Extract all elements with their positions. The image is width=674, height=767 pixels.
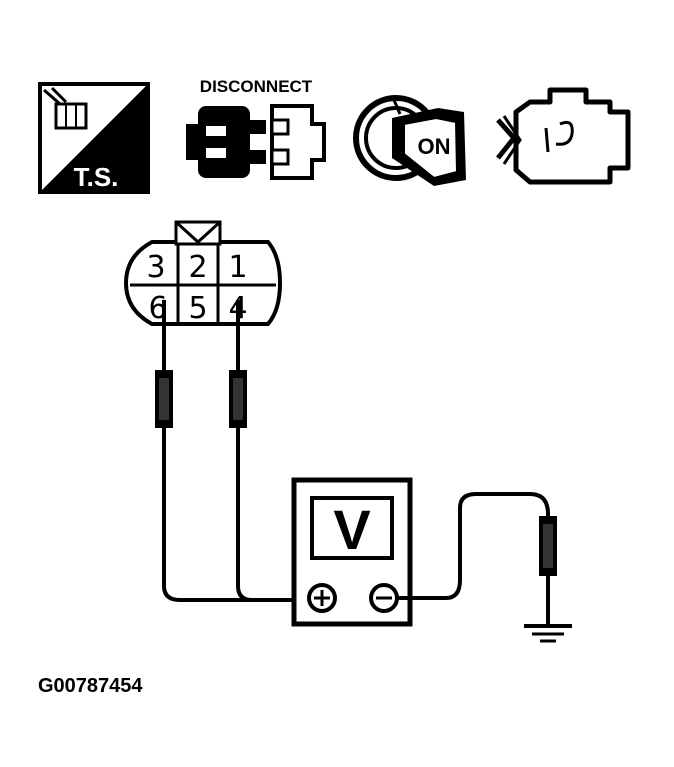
probe-pin-4 [229,300,247,428]
voltmeter: V [291,477,413,627]
figure-id: G00787454 [38,675,143,697]
connector-face: 3 2 1 6 5 4 [123,220,283,326]
disconnect-label: DISCONNECT [200,77,313,96]
probe-pin-6 [155,300,173,428]
voltmeter-display: V [333,498,370,561]
ground-symbol-icon [524,624,572,643]
engine-icon [496,87,631,185]
positive-terminal [307,583,337,613]
test-lead-wire [162,428,312,602]
pin-5: 5 [188,291,207,326]
troubleshooting-icon: T.S. [38,82,150,194]
disconnect-icon: DISCONNECT [186,77,326,180]
pin-3: 3 [146,250,165,285]
ts-label: T.S. [74,162,119,192]
ignition-label: ON [418,134,451,159]
pin-2: 2 [188,250,207,285]
ignition-key-icon: ON [353,95,466,186]
ground-probe [539,516,557,624]
negative-terminal [369,583,399,613]
ground-lead-wire [396,492,550,600]
pin-1: 1 [228,250,247,285]
